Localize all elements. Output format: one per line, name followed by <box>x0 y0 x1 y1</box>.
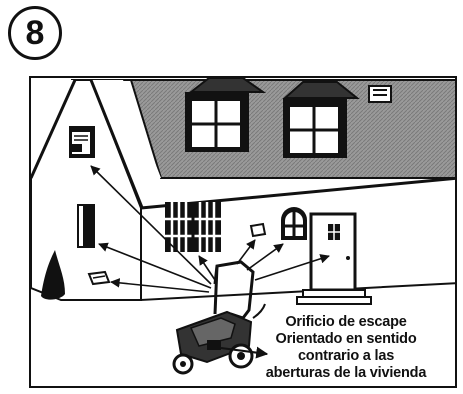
exhaust-pointer-line <box>220 346 269 359</box>
caption-line-3: contrario a las <box>297 348 395 364</box>
exhaust-caption: Orificio de escape Orientado en sentido … <box>243 314 449 382</box>
side-window <box>77 204 95 248</box>
caption-line-1: Orificio de escape <box>285 314 407 330</box>
attic-vent <box>69 126 95 158</box>
front-door <box>296 212 372 305</box>
arrow-to-side-window <box>98 242 212 289</box>
direction-arrows <box>90 165 330 293</box>
dormer-right <box>282 81 360 158</box>
arched-window <box>281 207 307 240</box>
arrow-to-attic-vent <box>90 165 212 285</box>
arrow-to-front-window <box>198 255 216 281</box>
arrow-to-wall-vent <box>236 239 256 265</box>
caption-line-2: Orientado en sentido <box>275 331 417 347</box>
step-number-badge: 8 <box>8 6 62 60</box>
illustration-frame: Orificio de escape Orientado en sentido … <box>29 76 457 388</box>
bush <box>41 250 65 300</box>
wall-vent <box>249 222 267 238</box>
arrow-to-door <box>254 254 330 281</box>
foundation-vent <box>87 270 111 286</box>
arrow-to-arched-window <box>246 243 284 271</box>
front-window <box>165 202 221 252</box>
step-number: 8 <box>25 14 45 52</box>
arrow-to-foundation-vent <box>110 278 210 293</box>
roof-vent <box>368 85 392 103</box>
house-scene-illustration <box>31 78 455 375</box>
dormer-left <box>185 78 267 152</box>
caption-line-4: aberturas de la vivienda <box>265 365 427 381</box>
